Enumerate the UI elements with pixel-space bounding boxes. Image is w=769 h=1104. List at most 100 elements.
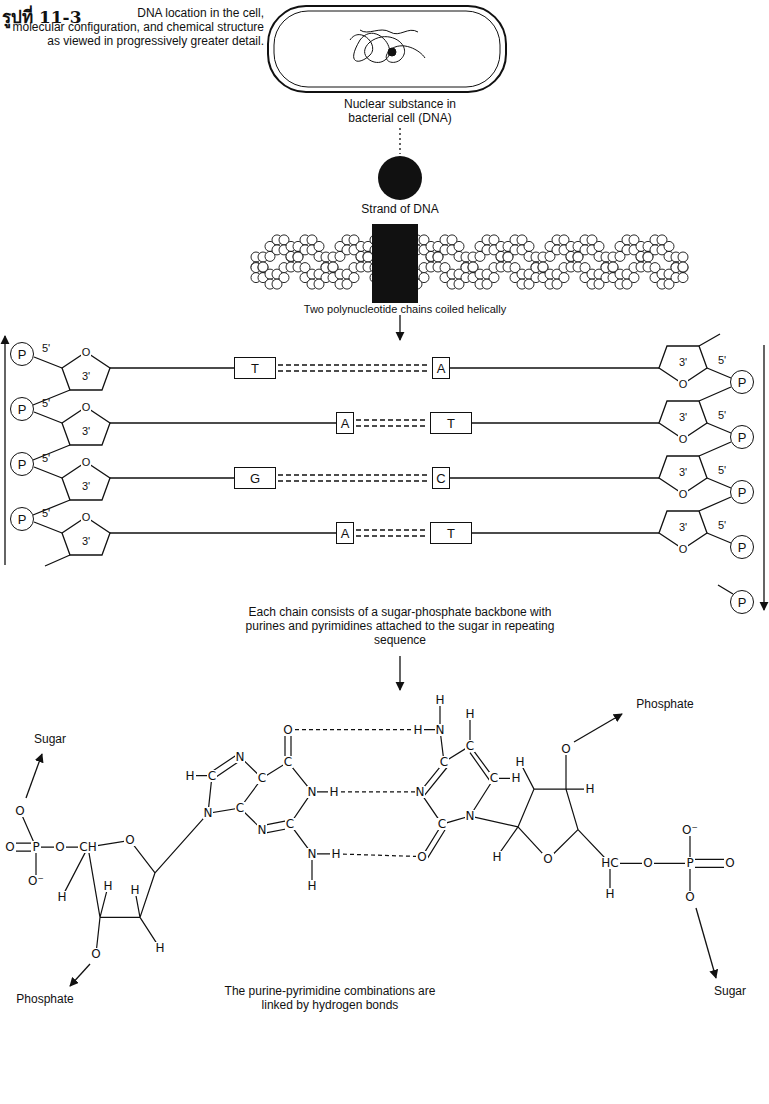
prime-label: 3' [679,466,687,479]
phosphate-label: Phosphate [636,698,693,712]
phosphate-symbol: P [18,348,27,361]
atom-symbol: N [235,751,246,763]
prime-label: 3' [679,521,687,534]
prime-label: 5' [42,342,50,355]
phosphate-circle: P [10,452,34,476]
bacterial-cell [268,6,506,92]
atom-symbol: N [415,786,426,798]
atom-symbol: H [129,884,140,896]
phosphate-symbol: P [738,541,747,554]
prime-label: 5' [42,397,50,410]
phosphate-symbol: P [18,458,27,471]
pointer-arrows [399,128,400,154]
ring-oxygen: O [678,488,689,501]
atom-symbol: H [412,724,423,736]
pointer-arrows [763,345,764,610]
double-helix-model [678,263,688,273]
base-letter: T [447,527,455,540]
prime-label: 3' [82,480,90,493]
phosphate-symbol: P [738,596,747,609]
atom-symbol: H [491,851,502,863]
base-box: T [430,412,472,434]
double-helix-model [279,273,289,283]
phosphate-circle: P [730,535,754,559]
prime-label: 3' [679,356,687,369]
atom-symbol: C [235,802,245,814]
base-box: C [432,467,450,489]
hydrogen-bond [356,420,428,426]
atom-symbol: O [54,841,65,853]
ring-oxygen: O [678,433,689,446]
atom-symbol: N [435,724,446,736]
hydrogen-bond [278,365,430,371]
atom-symbol: O [642,857,653,869]
base-box: T [234,357,276,379]
phosphate-circle: P [730,425,754,449]
atom-symbol: H [464,708,475,720]
figure-caption: DNA location in the cell, molecular conf… [2,6,264,48]
pointer-arrows [26,754,42,798]
double-helix-model [251,235,688,289]
prime-label: 5' [718,409,726,422]
double-helix-model [629,273,639,283]
double-helix-model [349,273,359,283]
atom-symbol: N [307,786,318,798]
base-letter: T [447,417,455,430]
double-helix-model [678,262,688,272]
prime-label: 5' [718,354,726,367]
sugar-rings [62,346,707,555]
bacterial-cell [350,30,425,62]
ring-oxygen: O [678,543,689,556]
base-box: A [336,522,354,544]
double-helix-model [454,241,464,251]
hydrogen-bond [278,475,430,481]
sugar-label: Sugar [34,733,66,747]
atom-symbol: C [439,756,449,768]
base-box: G [234,467,276,489]
atom-symbol: N [257,824,268,836]
ring-oxygen: O [678,378,689,391]
pointer-arrows [70,964,90,986]
base-letter: A [341,417,350,430]
pointer-arrows [4,336,5,565]
helix-highlight [372,224,418,304]
base-box: A [336,412,354,434]
phosphate-label: Phosphate [16,993,73,1007]
cell-label: Nuclear substance in bacterial cell (DNA… [338,98,462,126]
chemical-bond [10,700,730,954]
base-letter: A [341,527,350,540]
atom-symbol: H [604,888,615,900]
atom-symbol: O [14,805,25,817]
phosphate-symbol: P [18,513,27,526]
base-box: A [432,357,450,379]
backbone-lines [33,334,733,594]
atom-symbol: H [510,772,521,784]
pointer-arrows [399,656,400,690]
atom-symbol: C [283,756,293,768]
prime-label: 5' [42,507,50,520]
atom-symbol: H [56,891,67,903]
base-box: T [430,522,472,544]
backbone-note: Each chain consists of a sugar-phosphate… [235,606,565,647]
atom-symbol: N [307,848,318,860]
atom-symbol: C [465,740,475,752]
atom-symbol: HC [600,857,619,869]
atom-symbol: O [124,834,135,846]
prime-label: 3' [82,535,90,548]
atom-symbol: P [31,841,40,853]
atom-symbol: H [102,880,113,892]
bacterial-cell [388,48,396,56]
double-helix-model [678,252,688,262]
atom-symbol: O [560,743,571,755]
helix-label: Two polynucleotide chains coiled helical… [303,303,507,316]
prime-label: 5' [42,452,50,465]
double-helix-model [678,273,688,283]
double-helix-model [489,273,499,283]
atom-symbol: O⁻ [27,875,45,887]
phosphate-circle: P [10,507,34,531]
atom-symbol: H [514,756,525,768]
ring-oxygen: O [81,456,92,469]
